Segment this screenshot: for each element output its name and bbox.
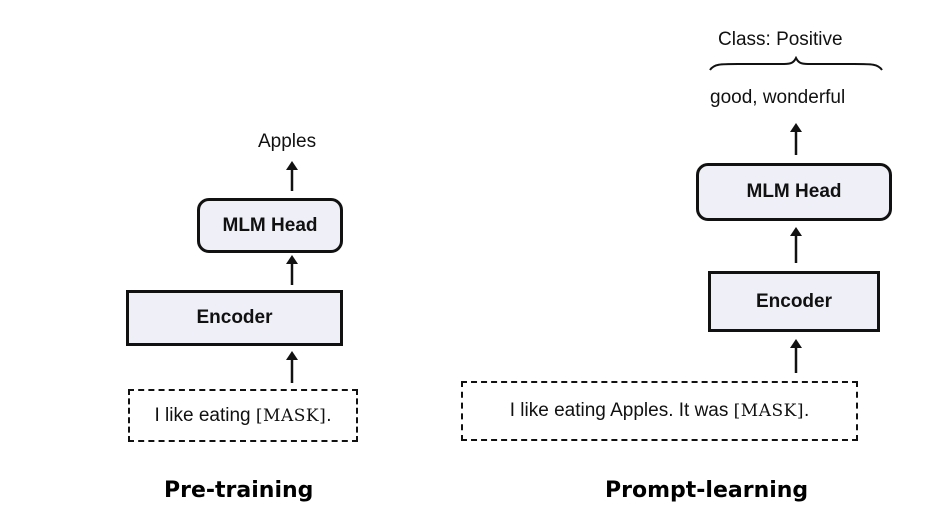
prompt-learning-encoder-box: Encoder	[708, 271, 880, 332]
mask-token: [MASK]	[255, 405, 327, 426]
pretraining-input-text: I like eating [MASK].	[154, 404, 332, 426]
mask-token: [MASK]	[733, 401, 804, 421]
brace-icon	[709, 56, 883, 71]
prompt-learning-mlm-head-label: MLM Head	[746, 181, 842, 202]
pretraining-caption: Pre-training	[164, 478, 314, 503]
pretraining-encoder-label: Encoder	[196, 307, 273, 328]
arrow-up-icon	[790, 227, 802, 263]
arrow-up-icon	[286, 255, 298, 285]
arrow-up-icon	[286, 161, 298, 191]
prompt-learning-output-label: good, wonderful	[710, 87, 846, 108]
arrow-up-icon	[790, 123, 802, 155]
pretraining-output-label: Apples	[258, 131, 317, 152]
prompt-learning-input-box: I like eating Apples. It was [MASK].	[461, 381, 858, 441]
pretraining-input-box: I like eating [MASK].	[128, 389, 358, 442]
prompt-learning-input-text: I like eating Apples. It was [MASK].	[509, 400, 810, 421]
pretraining-mlm-head-label: MLM Head	[222, 214, 318, 236]
pretraining-encoder-box: Encoder	[126, 290, 343, 346]
prompt-learning-diagram: Class: Positive good, wonderful MLM Head…	[461, 0, 936, 518]
arrow-up-icon	[286, 351, 298, 383]
class-label: Class: Positive	[718, 29, 843, 50]
pretraining-diagram: Apples MLM Head Encoder I like eating [M…	[126, 131, 358, 503]
arrow-up-icon	[790, 339, 802, 373]
prompt-learning-encoder-label: Encoder	[755, 290, 833, 312]
prompt-learning-mlm-head-box: MLM Head	[696, 163, 892, 221]
prompt-learning-caption: Prompt-learning	[605, 478, 809, 503]
pretraining-mlm-head-box: MLM Head	[197, 198, 343, 253]
